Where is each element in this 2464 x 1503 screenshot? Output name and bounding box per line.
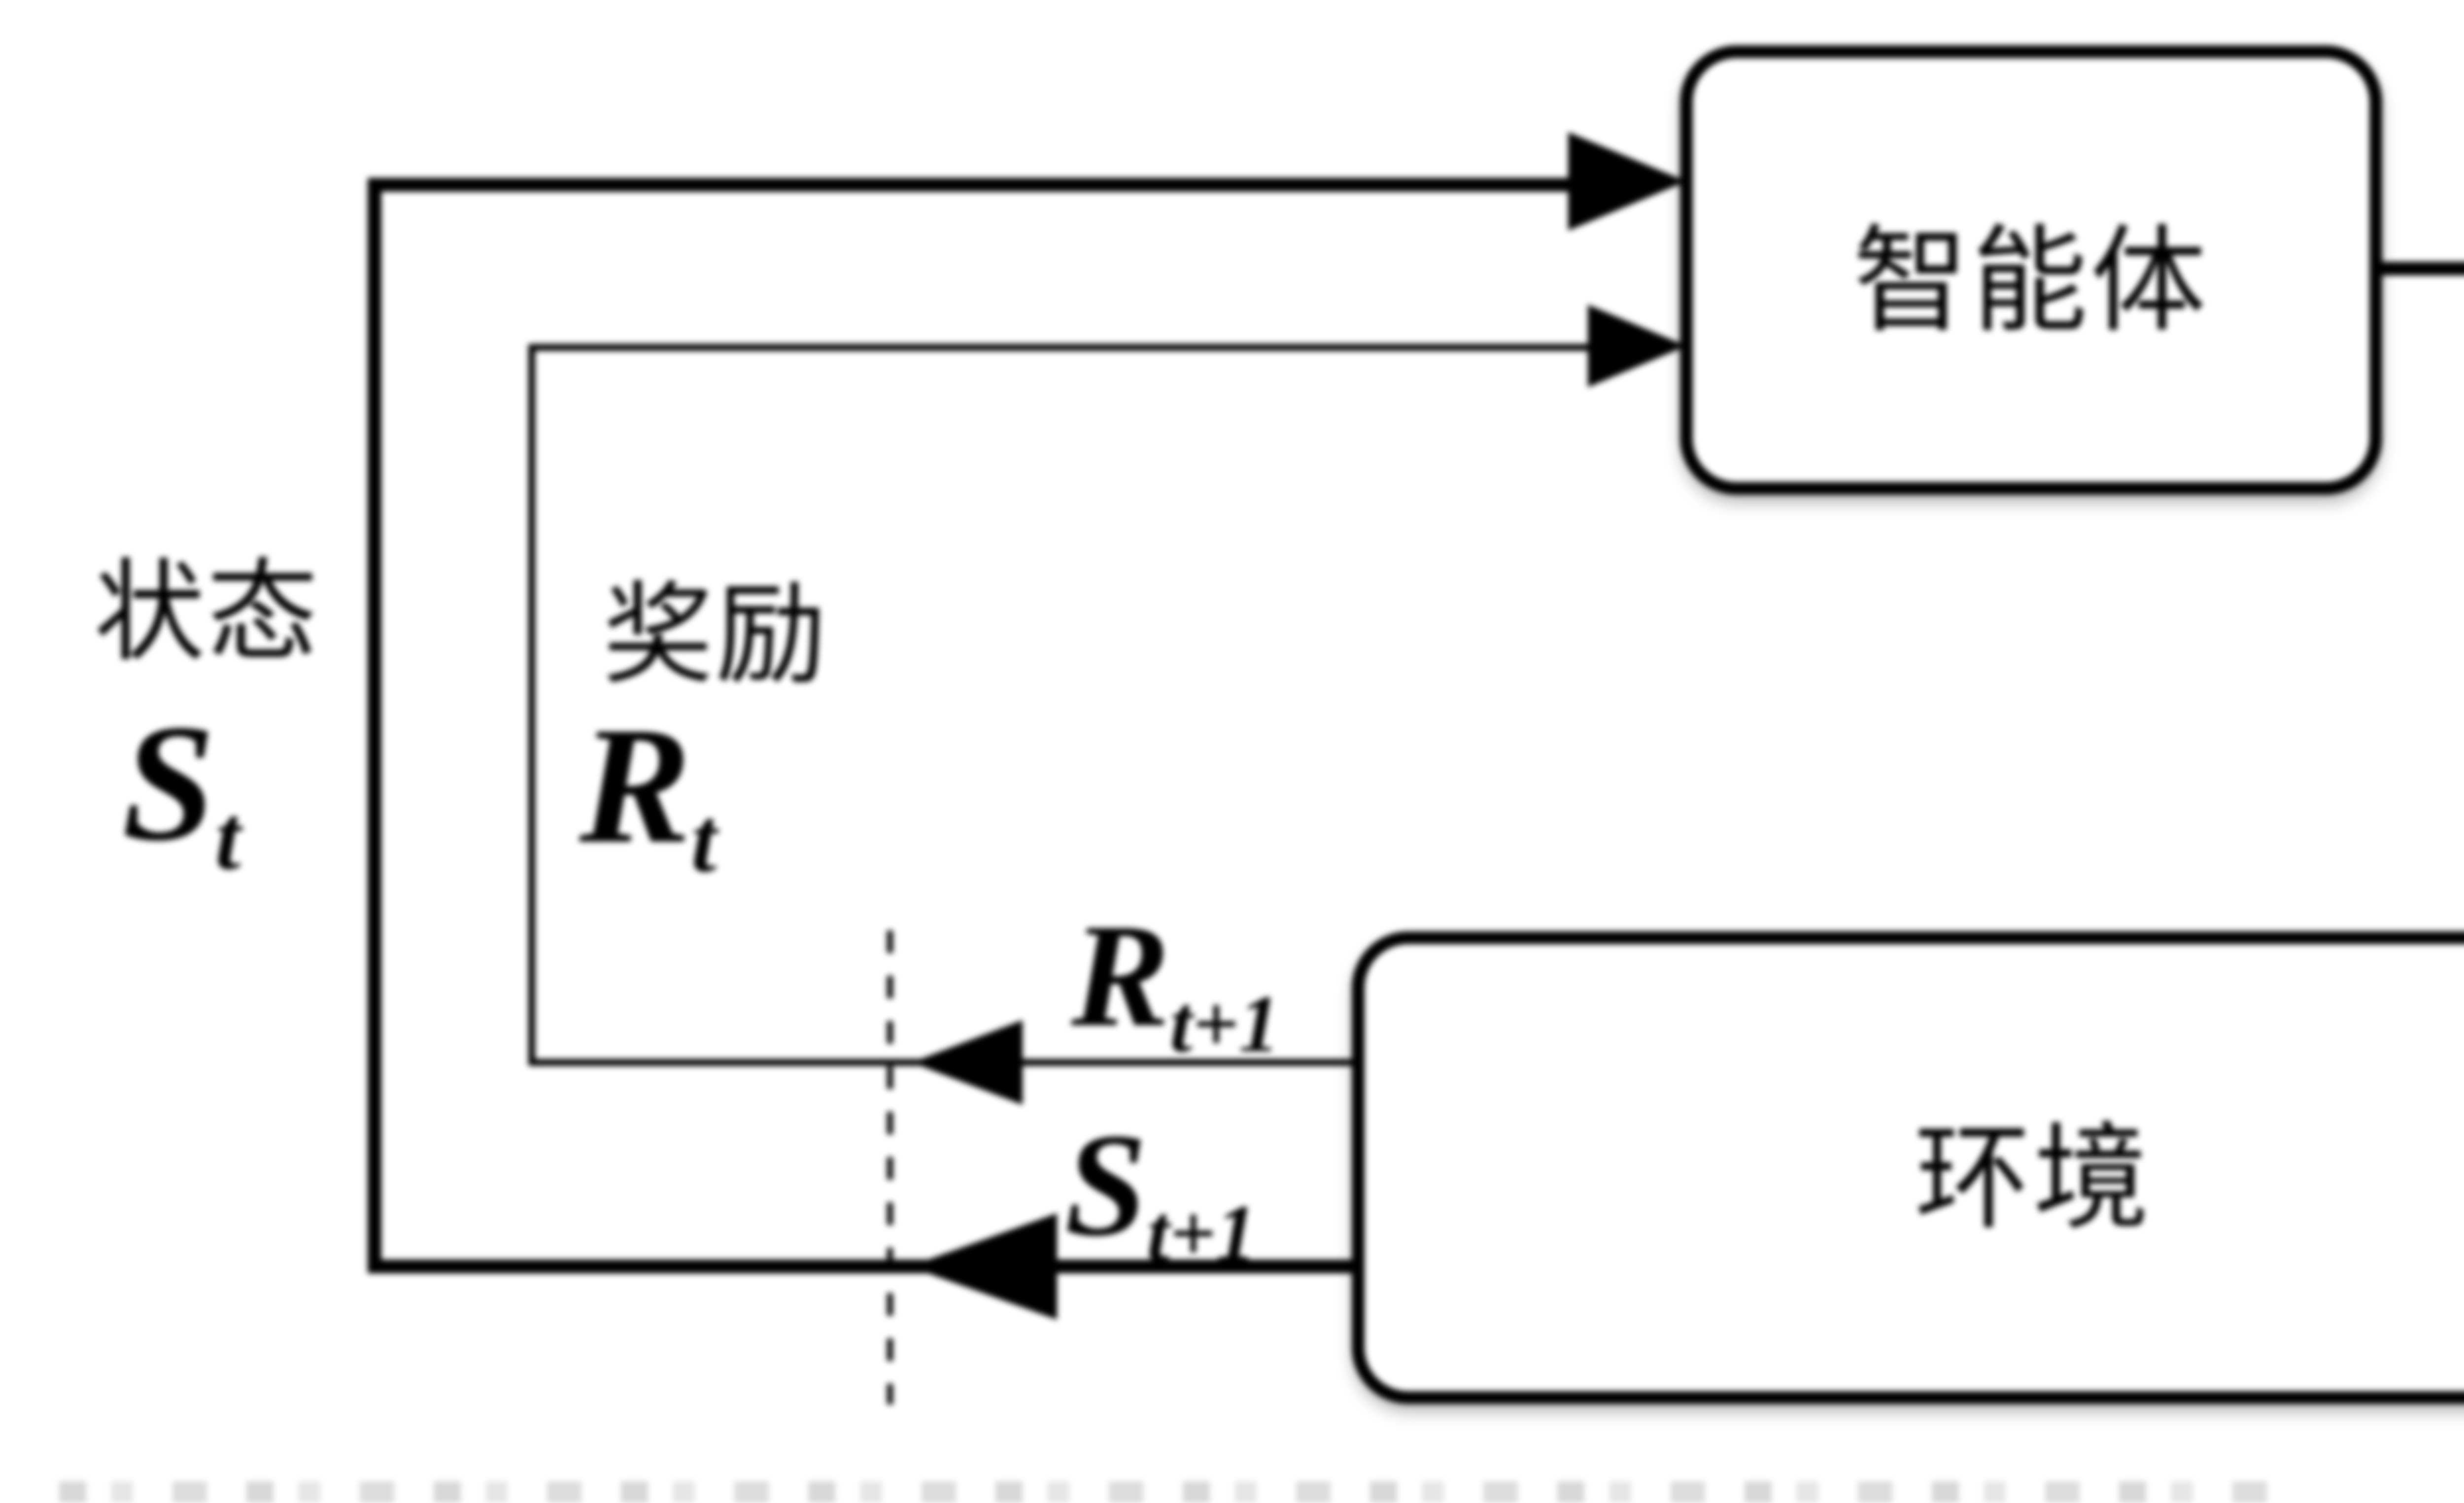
reward-into-agent-arrowhead (1588, 305, 1686, 387)
reward-loop-left-line (528, 344, 535, 1066)
reward-label-cn: 奖励 (603, 574, 828, 697)
agent-box-label: 智能体 (1853, 217, 2209, 346)
environment-box: 环境 (1352, 931, 2464, 1404)
time-step-dashed-line (887, 930, 893, 1404)
agent-box: 智能体 (1680, 45, 2382, 495)
state-loop-top-line (368, 178, 1568, 192)
reward-loop-top-line (528, 344, 1588, 351)
reward-symbol: Rt (579, 692, 717, 891)
state-next-arrowhead (909, 1213, 1057, 1320)
cropped-caption-remnant (59, 1481, 2277, 1503)
reward-next-arrowhead (912, 1020, 1023, 1105)
state-loop-bottom-line (368, 1260, 1359, 1273)
state-next-symbol: St+1 (1064, 1103, 1257, 1278)
environment-box-label: 环境 (1915, 1115, 2152, 1243)
state-into-agent-arrowhead (1568, 132, 1686, 231)
reward-next-symbol: Rt+1 (1071, 893, 1280, 1069)
state-label-cn: 状态 (94, 551, 320, 675)
state-symbol: St (122, 689, 241, 889)
state-loop-left-line (368, 178, 381, 1273)
